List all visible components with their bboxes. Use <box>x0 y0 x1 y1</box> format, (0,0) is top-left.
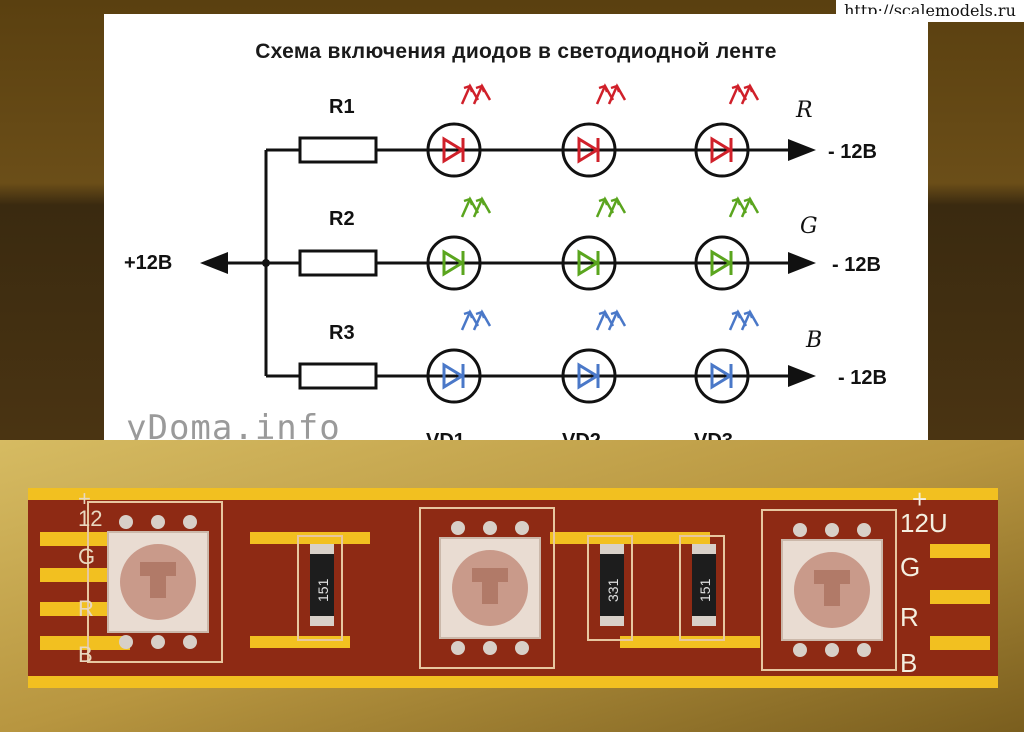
light-emission-icon <box>728 196 760 218</box>
strip-label-left: 12 <box>78 506 102 531</box>
light-emission-icon <box>728 83 760 105</box>
circuit-row-r <box>266 83 816 178</box>
resistor-marking: 151 <box>315 578 331 602</box>
resistor-symbol <box>298 362 378 390</box>
copper-trace <box>550 532 710 544</box>
channel-label-g: G <box>800 214 818 239</box>
resistor-marking: 331 <box>605 578 621 602</box>
negative-supply-label-g: - 12В <box>832 254 881 276</box>
led-diode-symbol <box>426 196 492 291</box>
diagram-title: Схема включения диодов в светодиодной ле… <box>255 40 777 63</box>
copper-trace <box>250 636 350 648</box>
resistor-label-r1: R1 <box>329 96 355 118</box>
strip-label-right: R <box>900 602 919 632</box>
circuit-wiring <box>200 83 816 404</box>
copper-trace <box>40 568 110 582</box>
copper-trace <box>930 544 990 558</box>
smd-resistor: 331 <box>587 535 633 641</box>
light-emission-icon <box>595 309 627 331</box>
channel-label-r: R <box>796 98 813 123</box>
resistor-label-r3: R3 <box>329 322 355 344</box>
led-diode-symbol <box>561 83 627 178</box>
copper-trace <box>40 636 130 650</box>
output-arrow <box>788 139 816 161</box>
copper-trace <box>40 602 110 616</box>
strip-label-left: + <box>78 486 91 511</box>
led-diode-symbol <box>426 83 492 178</box>
light-emission-icon <box>595 83 627 105</box>
resistor-symbol <box>298 249 378 277</box>
led-diode-symbol <box>694 309 760 404</box>
copper-trace <box>930 590 990 604</box>
light-emission-icon <box>460 83 492 105</box>
output-arrow <box>788 365 816 387</box>
output-arrow <box>788 252 816 274</box>
circuit-row-b <box>266 309 816 404</box>
strip-label-right: 12U <box>900 508 948 538</box>
negative-supply-label-r: - 12В <box>828 141 877 163</box>
light-emission-icon <box>595 196 627 218</box>
led-diode-symbol <box>561 309 627 404</box>
channel-label-b: B <box>806 328 823 353</box>
smd-resistor: 151 <box>679 535 725 641</box>
strip-label-left: G <box>78 544 95 569</box>
smd-led <box>419 507 555 669</box>
smd-led <box>761 509 897 671</box>
light-emission-icon <box>460 196 492 218</box>
led-diode-symbol <box>426 309 492 404</box>
light-emission-icon <box>460 309 492 331</box>
circuit-row-g <box>266 196 816 291</box>
smd-resistor: 151 <box>297 535 343 641</box>
strip-label-left: R <box>78 596 94 621</box>
led-diode-symbol <box>694 83 760 178</box>
copper-trace <box>620 636 760 648</box>
circuit-diagram: Схема включения диодов в светодиодной ле… <box>104 14 928 460</box>
resistor-symbol <box>298 136 378 164</box>
resistor-marking: 151 <box>697 578 713 602</box>
led-diode-symbol <box>561 196 627 291</box>
led-diode-symbol <box>694 196 760 291</box>
strip-label-right: B <box>900 648 917 678</box>
strip-label-right: + <box>912 484 927 514</box>
smd-led <box>87 501 223 663</box>
strip-label-left: B <box>78 642 93 667</box>
positive-supply-arrow <box>200 252 228 274</box>
negative-supply-label-b: - 12В <box>838 367 887 389</box>
strip-label-right: G <box>900 552 920 582</box>
copper-trace <box>930 636 990 650</box>
copper-trace <box>250 532 370 544</box>
resistor-label-r2: R2 <box>329 208 355 230</box>
positive-supply-label: +12В <box>124 252 173 274</box>
light-emission-icon <box>728 309 760 331</box>
